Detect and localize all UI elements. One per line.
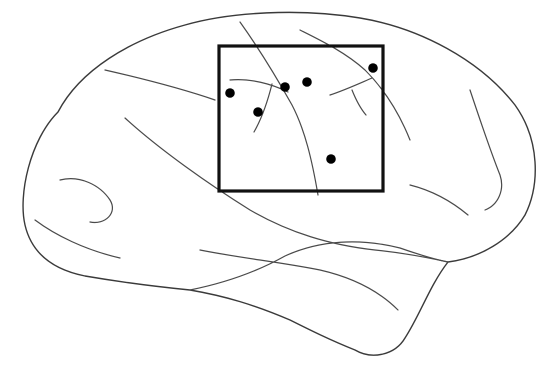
frontal-sulcus xyxy=(105,70,215,100)
parietal-sulcus-branch xyxy=(330,78,372,115)
recording-site-dot xyxy=(302,77,312,87)
recording-site-dot xyxy=(280,82,290,92)
region-of-interest-box xyxy=(219,46,383,191)
lunate-sulcus xyxy=(470,90,502,210)
recording-site-dot xyxy=(326,154,336,164)
brain-outline xyxy=(23,12,535,355)
recording-site-dot xyxy=(253,107,263,117)
frontal-fold xyxy=(60,179,112,223)
central-sulcus xyxy=(240,22,318,195)
recording-site-dot xyxy=(225,88,235,98)
orbital-fold xyxy=(35,220,120,258)
posterior-fold xyxy=(410,185,468,215)
recording-site-dot xyxy=(368,63,378,73)
temporal-lower-contour xyxy=(190,242,448,290)
arcuate-sulcus xyxy=(230,80,288,132)
